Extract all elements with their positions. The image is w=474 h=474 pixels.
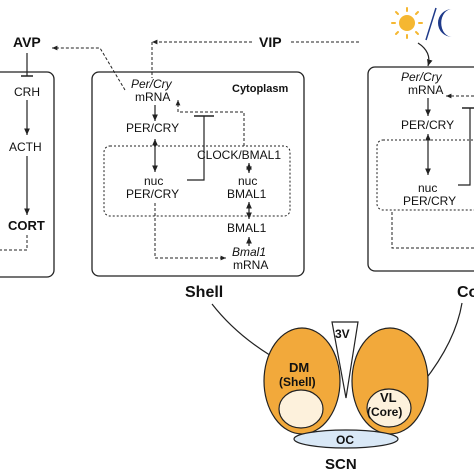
core-nucleus-region xyxy=(376,139,474,211)
cort-label: CORT xyxy=(8,218,45,233)
scn-label: SCN xyxy=(325,456,357,473)
avp-label: AVP xyxy=(13,34,41,50)
shell-clock-bmal1: CLOCK/BMAL1 xyxy=(197,148,281,162)
shell-nuc-percry: PER/CRY xyxy=(126,187,179,201)
dm-inner xyxy=(278,389,324,429)
dm-label: DM xyxy=(289,360,309,375)
nuc-to-bmal1-dashed xyxy=(154,203,226,261)
vl-inner xyxy=(366,388,412,428)
core-nuc-percry: PER/CRY xyxy=(403,194,456,208)
shell-nuc-bmal1: BMAL1 xyxy=(227,187,267,201)
hpa-box xyxy=(0,71,55,278)
shell-mrna-1: mRNA xyxy=(135,90,170,104)
vl-sub-label: (Core) xyxy=(367,405,402,419)
crh-label: CRH xyxy=(14,85,40,99)
percry-repression-line xyxy=(187,116,205,181)
vip-label: VIP xyxy=(259,34,282,50)
shell-nucleus-region xyxy=(103,145,291,217)
shell-nuc-right: nuc xyxy=(238,174,257,188)
core-nuc: nuc xyxy=(418,181,437,195)
cytoplasm-label: Cytoplasm xyxy=(232,83,288,95)
moon-icon xyxy=(438,9,452,37)
shell-to-avp-arrow xyxy=(52,45,126,91)
shell-percry-gene: Per/Cry xyxy=(131,77,173,91)
optic-chiasm xyxy=(293,429,399,449)
third-ventricle-label: 3V xyxy=(335,327,350,341)
core-label-partial: Co xyxy=(457,284,474,301)
shell-nuc-left: nuc xyxy=(144,174,163,188)
shell-label: Shell xyxy=(185,284,223,301)
core-percry-protein: PER/CRY xyxy=(401,118,454,132)
acth-label: ACTH xyxy=(9,140,42,154)
core-percry-gene: Per/Cry xyxy=(401,70,443,84)
optic-chiasm-label: OC xyxy=(336,433,354,447)
core-mrna: mRNA xyxy=(408,83,443,97)
core-nuc-out-dashed xyxy=(391,212,474,249)
shell-mrna-2: mRNA xyxy=(233,258,268,272)
core-cell-box xyxy=(367,66,474,272)
shell-cell-box xyxy=(91,71,305,277)
vl-label: VL xyxy=(380,390,397,405)
dm-sub-label: (Shell) xyxy=(279,375,316,389)
sun-moon-divider xyxy=(425,7,437,41)
sun-icon xyxy=(391,7,423,39)
shell-percry-protein: PER/CRY xyxy=(126,121,179,135)
clock-to-percry-dashed xyxy=(175,100,245,146)
shell-bmal1-protein: BMAL1 xyxy=(227,221,267,235)
third-ventricle xyxy=(331,321,359,399)
shell-bmal1-gene: Bmal1 xyxy=(232,245,266,259)
cort-dashed-out xyxy=(0,235,28,251)
core-repression-line xyxy=(458,108,471,186)
light-input-arrow xyxy=(417,42,433,67)
